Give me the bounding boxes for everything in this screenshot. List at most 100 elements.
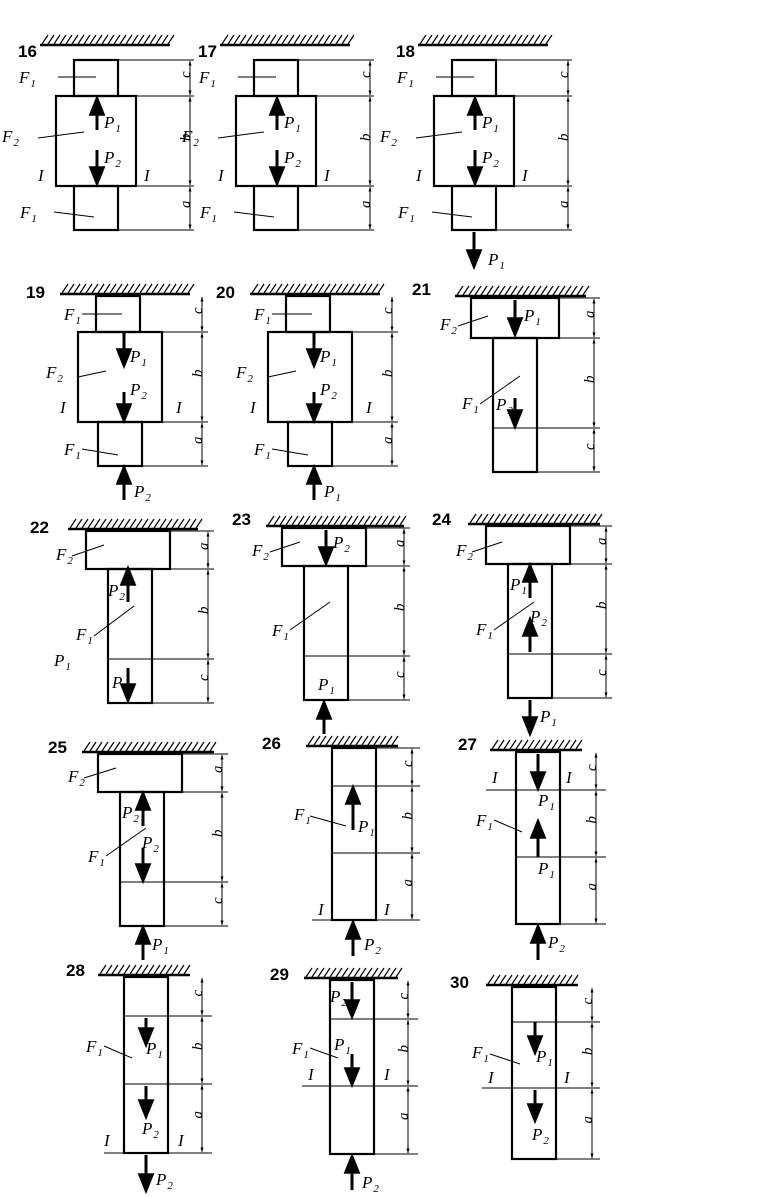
support-hatch — [571, 513, 579, 524]
support-hatch — [527, 34, 535, 45]
support-hatch — [385, 735, 393, 746]
dimension-label-a: a — [392, 540, 408, 548]
support-hatch — [133, 283, 141, 294]
support-hatch — [161, 34, 169, 45]
section-mark-left: I — [317, 900, 325, 919]
support-hatch — [239, 34, 247, 45]
lower-narrow-segment — [286, 420, 334, 468]
dimension-label-a: a — [580, 1116, 596, 1124]
dimension-label-b: b — [594, 601, 610, 609]
support-hatch — [75, 518, 83, 529]
support-hatch — [269, 34, 277, 45]
problem-number: 27 — [458, 735, 477, 754]
support-hatch — [529, 974, 537, 985]
area-label-F1: F1 — [291, 1039, 309, 1061]
support-hatch — [331, 735, 339, 746]
support-hatch — [155, 741, 163, 752]
support-hatch — [95, 741, 103, 752]
support-hatch — [177, 964, 185, 975]
support-hatch — [163, 283, 171, 294]
support-hatch — [159, 964, 167, 975]
support-hatch — [375, 515, 383, 526]
support-hatch — [515, 34, 523, 45]
support-hatch — [564, 285, 572, 296]
dimension-label-a: a — [190, 437, 206, 445]
support-hatch — [529, 513, 537, 524]
support-hatch — [83, 34, 91, 45]
support-hatch — [431, 34, 439, 45]
support-hatch — [141, 518, 149, 529]
force-label-P2: P2 — [107, 581, 125, 603]
support-hatch — [335, 283, 343, 294]
dimension-label-c: c — [178, 71, 194, 78]
support-hatch — [123, 964, 131, 975]
support-hatch — [155, 34, 163, 45]
problem-number: 20 — [216, 283, 235, 302]
dimension-label-c: c — [594, 669, 610, 676]
support-hatch — [187, 283, 195, 294]
support-hatch — [487, 513, 495, 524]
support-hatch — [185, 741, 193, 752]
support-hatch — [257, 283, 265, 294]
support-hatch — [359, 283, 367, 294]
support-hatch — [517, 513, 525, 524]
support-hatch — [307, 735, 315, 746]
support-hatch — [327, 515, 335, 526]
leader-line — [471, 541, 503, 553]
support-hatch — [157, 283, 165, 294]
section-mark-right: I — [143, 166, 151, 185]
support-hatch — [107, 741, 115, 752]
dimension-label-a: a — [380, 437, 396, 445]
support-hatch — [113, 741, 121, 752]
support-hatch — [159, 518, 167, 529]
support-hatch — [171, 518, 179, 529]
top-wide-segment — [84, 529, 172, 571]
support-hatch — [371, 283, 379, 294]
support-hatch — [361, 735, 369, 746]
support-hatch — [287, 283, 295, 294]
upper-narrow-segment — [252, 58, 300, 98]
support-hatch — [197, 741, 205, 752]
area-label-F2: F2 — [251, 541, 269, 563]
support-hatch — [595, 513, 603, 524]
support-hatch — [275, 34, 283, 45]
support-hatch — [149, 34, 157, 45]
leader-line — [431, 211, 473, 218]
support-hatch — [541, 513, 549, 524]
support-hatch — [528, 285, 536, 296]
support-hatch — [419, 34, 427, 45]
support-hatch — [111, 518, 119, 529]
support-hatch — [357, 515, 365, 526]
support-hatch — [153, 964, 161, 975]
support-hatch — [323, 34, 331, 45]
force-label-P1: P1 — [103, 113, 121, 135]
dimension-label-c: c — [210, 897, 226, 904]
support-hatch — [559, 974, 567, 985]
force-label-P2: P2 — [481, 148, 499, 170]
support-hatch — [546, 285, 554, 296]
support-hatch — [203, 741, 211, 752]
area-label-F1-bottom: F1 — [63, 440, 81, 462]
section-mark-left: I — [491, 768, 499, 787]
leader-line — [217, 131, 265, 139]
section-mark-right: I — [175, 398, 183, 417]
support-hatch — [469, 513, 477, 524]
section-mark-right: I — [563, 1068, 571, 1087]
support-hatch — [498, 285, 506, 296]
support-hatch — [505, 974, 513, 985]
support-hatch — [353, 283, 361, 294]
support-hatch — [319, 735, 327, 746]
support-hatch — [527, 739, 535, 750]
support-hatch — [53, 34, 61, 45]
support-hatch — [323, 967, 331, 978]
support-hatch — [189, 518, 197, 529]
area-label-F1: F1 — [85, 1037, 103, 1059]
support-hatch — [347, 34, 355, 45]
support-hatch — [81, 518, 89, 529]
support-hatch — [325, 735, 333, 746]
support-hatch — [125, 34, 133, 45]
support-hatch — [281, 283, 289, 294]
